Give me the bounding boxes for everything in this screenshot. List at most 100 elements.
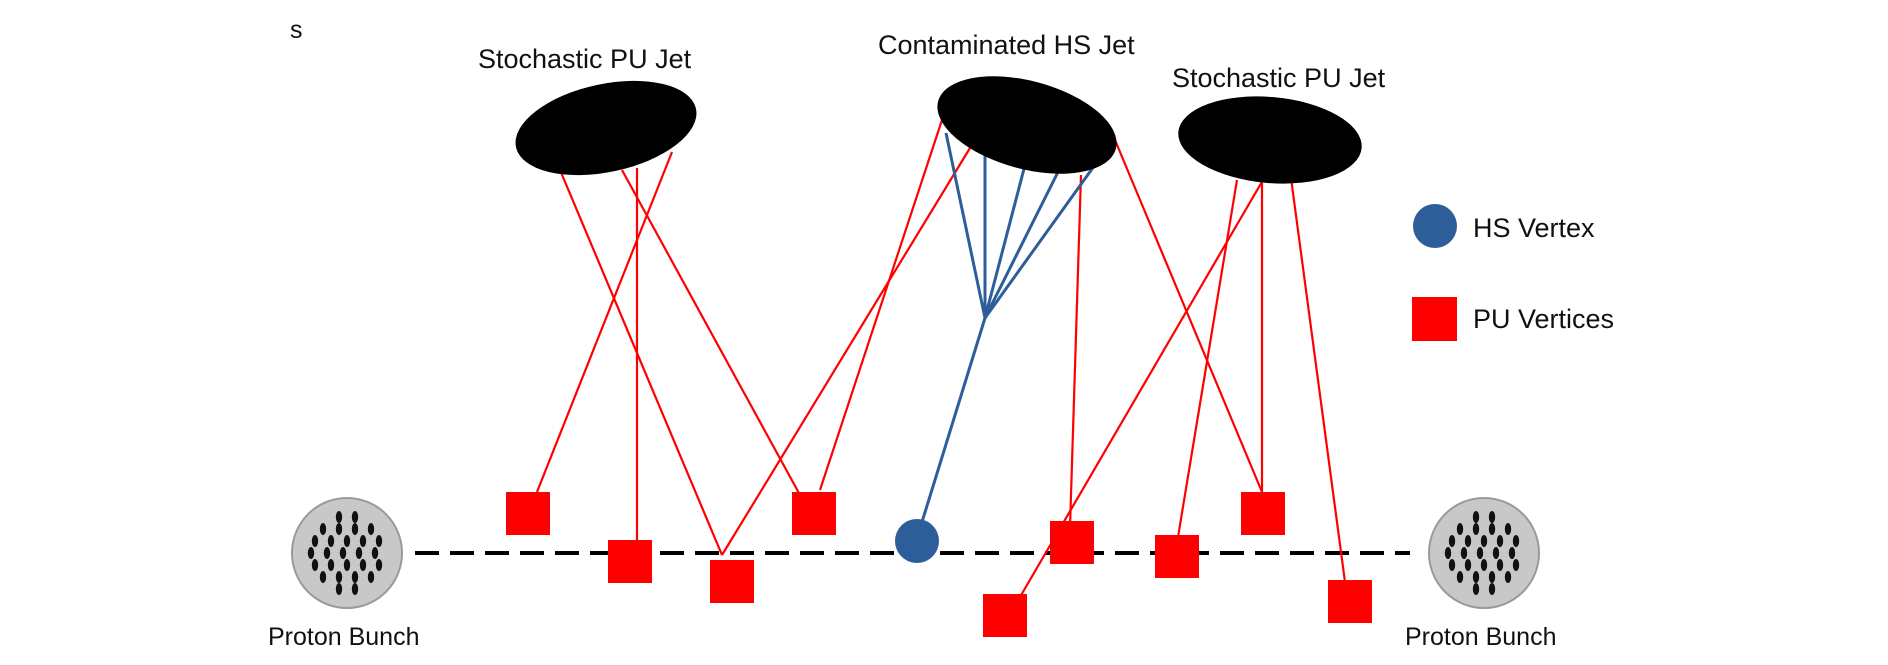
- bunch-particle: [1480, 535, 1488, 547]
- bunch-particle: [307, 547, 315, 559]
- pu-track: [535, 151, 674, 493]
- bunch-particle: [1488, 523, 1496, 535]
- bunch-particle: [1480, 559, 1488, 571]
- legend: HS Vertex PU Vertices: [1412, 204, 1614, 341]
- bunch-particle: [319, 523, 327, 535]
- bunch-particle: [371, 547, 379, 559]
- bunch-right-label: Proton Bunch: [1405, 623, 1557, 651]
- bunch-particle: [351, 511, 359, 523]
- bunch-particle: [1448, 535, 1456, 547]
- proton-bunch-left: [291, 497, 403, 609]
- bunch-left-label: Proton Bunch: [268, 623, 420, 651]
- bunch-particle: [351, 523, 359, 535]
- pu-track: [1289, 177, 1347, 583]
- bunch-particle: [1476, 547, 1484, 559]
- bunch-particle: [1472, 571, 1480, 583]
- bunch-particle: [351, 583, 359, 595]
- jet-left-label: Stochastic PU Jet: [478, 44, 692, 74]
- bunch-particle: [323, 547, 331, 559]
- bunch-particle: [1512, 535, 1520, 547]
- proton-bunch-right: [1428, 497, 1540, 609]
- pu-track: [1068, 174, 1083, 528]
- pu-track: [721, 147, 971, 556]
- bunch-particle: [375, 535, 383, 547]
- jet-right: [1178, 96, 1362, 184]
- bunch-particle: [1496, 535, 1504, 547]
- bunch-body: [1428, 497, 1540, 609]
- bunch-particle: [1488, 511, 1496, 523]
- bunch-particle: [1472, 583, 1480, 595]
- pu-vertex: [1328, 580, 1372, 623]
- bunch-particle: [1504, 523, 1512, 535]
- bunch-particles: [1444, 511, 1520, 595]
- pu-vertex: [1155, 535, 1199, 578]
- pu-vertices: [506, 492, 1372, 637]
- bunch-particle: [1464, 559, 1472, 571]
- bunch-particle: [1496, 559, 1504, 571]
- bunch-particle: [359, 559, 367, 571]
- bunch-particle: [343, 559, 351, 571]
- bunch-particle: [1464, 535, 1472, 547]
- pu-track: [621, 169, 801, 496]
- bunch-particles: [307, 511, 383, 595]
- bunch-particle: [1492, 547, 1500, 559]
- bunch-body: [291, 497, 403, 609]
- jet-left: [515, 80, 697, 176]
- bunch-particle: [1512, 559, 1520, 571]
- bunch-particle: [1448, 559, 1456, 571]
- bunch-particle: [1508, 547, 1516, 559]
- bunch-particle: [335, 523, 343, 535]
- bunch-particle: [1456, 523, 1464, 535]
- legend-pu-marker: [1412, 297, 1457, 341]
- bunch-particle: [311, 535, 319, 547]
- pu-tracks: [535, 119, 1347, 598]
- pu-track: [1176, 179, 1239, 538]
- bunch-particle: [1488, 571, 1496, 583]
- bunch-particle: [1444, 547, 1452, 559]
- hs-tracks: [920, 132, 1099, 523]
- pu-vertex: [983, 594, 1027, 637]
- pu-track: [818, 119, 944, 491]
- bunch-particle: [1504, 571, 1512, 583]
- bunch-particle: [335, 583, 343, 595]
- bunch-particle: [335, 571, 343, 583]
- jet-right-label: Stochastic PU Jet: [1172, 63, 1386, 93]
- jet-center-label: Contaminated HS Jet: [878, 30, 1135, 60]
- hs-track: [944, 132, 987, 319]
- bunch-particle: [343, 535, 351, 547]
- hs-track: [983, 169, 1061, 319]
- bunch-particle: [319, 571, 327, 583]
- bunch-particle: [327, 559, 335, 571]
- pu-vertex: [792, 492, 836, 535]
- bunch-particle: [327, 535, 335, 547]
- hs-vertex: [895, 519, 939, 563]
- pu-vertex: [1241, 492, 1285, 535]
- bunch-particle: [355, 547, 363, 559]
- pu-vertex: [710, 560, 754, 603]
- bunch-particle: [1488, 583, 1496, 595]
- bunch-particle: [1472, 523, 1480, 535]
- hs-track: [983, 161, 1099, 319]
- corner-mark: s: [290, 16, 303, 44]
- hs-track: [920, 317, 987, 523]
- bunch-particle: [367, 523, 375, 535]
- bunch-particle: [1472, 511, 1480, 523]
- pu-track: [558, 169, 724, 556]
- bunch-particle: [359, 535, 367, 547]
- jet-center: [937, 76, 1117, 174]
- legend-hs-marker: [1413, 204, 1457, 248]
- bunch-particle: [335, 511, 343, 523]
- bunch-particle: [1460, 547, 1468, 559]
- pu-vertex: [1050, 521, 1094, 564]
- legend-pu-label: PU Vertices: [1473, 304, 1614, 334]
- bunch-particle: [311, 559, 319, 571]
- bunch-particle: [351, 571, 359, 583]
- bunch-particle: [1456, 571, 1464, 583]
- bunch-particle: [367, 571, 375, 583]
- pu-track: [1113, 139, 1264, 493]
- pu-vertex: [608, 540, 652, 583]
- pu-vertex: [506, 492, 550, 535]
- bunch-particle: [339, 547, 347, 559]
- bunch-particle: [375, 559, 383, 571]
